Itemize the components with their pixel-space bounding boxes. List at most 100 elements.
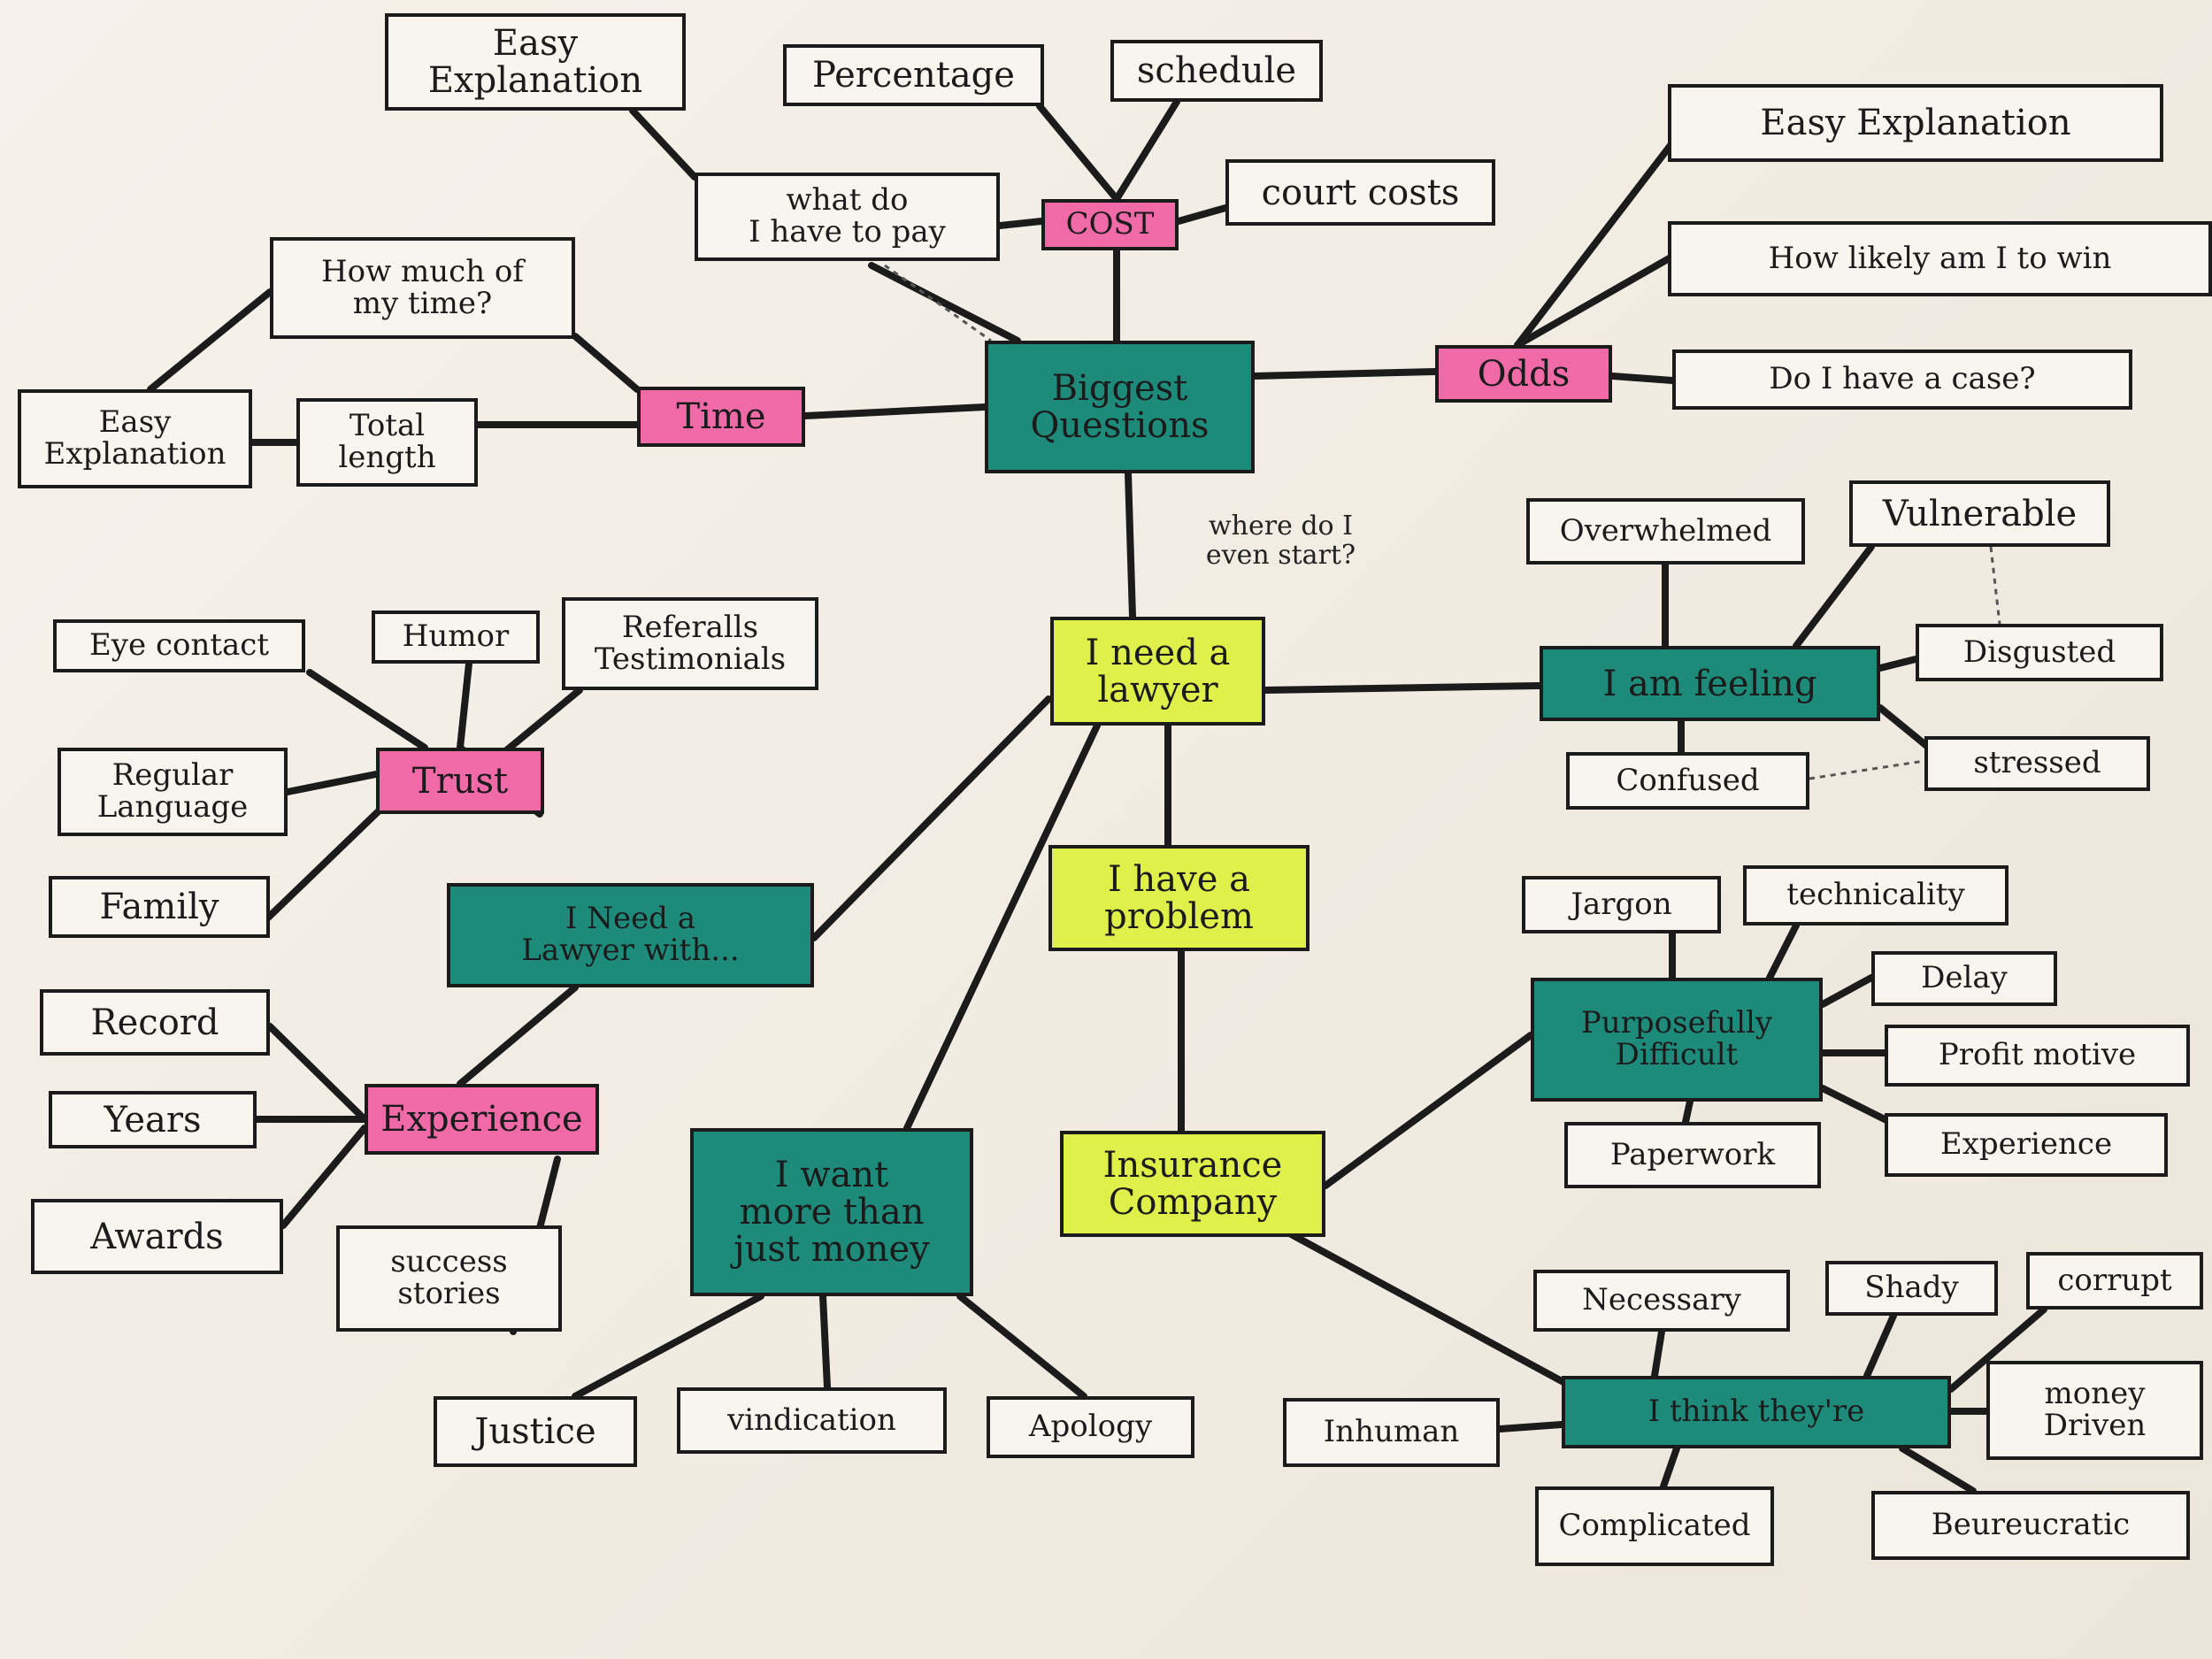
connector-line [996, 218, 1045, 229]
connector-line [1793, 543, 1875, 649]
node-insurance-company: Insurance Company [1060, 1131, 1325, 1237]
node-easy-explanation-time: Easy Explanation [18, 389, 252, 488]
node-inhuman: Inhuman [1283, 1398, 1500, 1467]
connector-line [1660, 1445, 1680, 1490]
node-stressed: stressed [1924, 736, 2150, 791]
connector-line [1514, 253, 1676, 349]
node-have-a-case: Do I have a case? [1672, 349, 2132, 410]
faint-connector-line [1989, 546, 2001, 625]
node-i-am-feeling: I am feeling [1540, 646, 1880, 721]
note-where-start: where do I even start? [1205, 511, 1356, 571]
connector-line [1766, 922, 1800, 981]
node-jargon: Jargon [1522, 876, 1721, 933]
node-court-costs: court costs [1225, 159, 1495, 226]
connector-line [1496, 1421, 1565, 1432]
node-paperwork: Paperwork [1564, 1122, 1821, 1188]
node-what-do-i-pay: what do I have to pay [695, 173, 1000, 261]
connector-line [903, 722, 1101, 1132]
node-schedule: schedule [1110, 40, 1323, 102]
connector-line [501, 687, 583, 756]
connector-line [1682, 1098, 1694, 1125]
node-time: Time [637, 387, 805, 447]
connector-line [1125, 470, 1136, 620]
node-eye-contact: Eye contact [53, 619, 305, 672]
node-total-length: Total length [296, 398, 478, 487]
connector-line [266, 1023, 368, 1123]
node-record: Record [40, 989, 270, 1056]
connector-line [280, 1125, 368, 1229]
node-success-stories: success stories [336, 1225, 562, 1332]
node-regular-language: Regular Language [58, 748, 288, 836]
node-complicated: Complicated [1535, 1486, 1774, 1566]
connector-line [1877, 704, 1932, 751]
connector-line [1279, 1226, 1596, 1402]
node-easy-explanation-odds: Easy Explanation [1668, 84, 2163, 162]
connector-line [1113, 98, 1180, 203]
node-profit-motive: Profit motive [1885, 1025, 2190, 1087]
connector-line [306, 669, 428, 751]
connector-line [1819, 974, 1875, 1008]
connector-line [457, 660, 472, 751]
node-i-have-problem: I have a problem [1048, 845, 1310, 951]
node-i-think-theyre: I think they're [1562, 1376, 1951, 1448]
connector-line [819, 1293, 831, 1391]
connector-line [1322, 1032, 1534, 1189]
node-how-much-time: How much of my time? [270, 237, 575, 339]
node-money-driven: money Driven [1986, 1361, 2203, 1460]
connector-line [262, 797, 393, 924]
node-experience-2: Experience [1885, 1113, 2168, 1177]
node-humor: Humor [372, 611, 540, 664]
node-necessary: Necessary [1533, 1270, 1790, 1332]
node-confused: Confused [1566, 752, 1809, 810]
node-easy-explanation-cost: Easy Explanation [385, 13, 686, 111]
connector-line [1609, 373, 1676, 384]
node-purposefully-difficult: Purposefully Difficult [1531, 978, 1823, 1102]
node-justice: Justice [434, 1396, 637, 1467]
node-corrupt: corrupt [2026, 1252, 2203, 1310]
connector-line [572, 1293, 764, 1400]
node-family: Family [49, 876, 270, 938]
connector-line [810, 695, 1052, 941]
node-years: Years [49, 1091, 257, 1148]
node-referrals: Referalls Testimonials [562, 597, 818, 690]
node-overwhelmed: Overwhelmed [1526, 498, 1805, 565]
node-technicality: technicality [1743, 865, 2008, 926]
connector-line [1899, 1445, 1977, 1494]
node-odds: Odds [1435, 345, 1612, 403]
node-delay: Delay [1871, 951, 2057, 1006]
node-want-more-than-money: I want more than just money [690, 1128, 973, 1296]
connector-line [956, 1293, 1087, 1400]
node-biggest-questions: Biggest Questions [985, 341, 1255, 473]
node-how-likely: How likely am I to win [1668, 221, 2212, 296]
connector-line [284, 771, 380, 795]
connector-line [1251, 368, 1439, 380]
connector-line [1863, 1312, 1897, 1379]
connector-line [868, 262, 1021, 344]
connector-line [1877, 656, 1919, 672]
node-disgusted: Disgusted [1916, 624, 2163, 681]
node-bureaucratic: Beureucratic [1871, 1491, 2190, 1560]
node-need-a-lawyer: I need a lawyer [1050, 617, 1265, 726]
node-experience: Experience [365, 1084, 599, 1155]
node-awards: Awards [31, 1199, 283, 1274]
node-apology: Apology [987, 1396, 1194, 1458]
connector-line [1175, 204, 1229, 225]
connector-line [1947, 1306, 2047, 1393]
node-trust: Trust [376, 748, 544, 814]
connector-line [1036, 103, 1120, 203]
node-vindication: vindication [677, 1387, 947, 1454]
faint-connector-line [1809, 759, 1925, 780]
node-percentage: Percentage [783, 44, 1044, 106]
connector-line [1262, 682, 1543, 694]
node-vulnerable: Vulnerable [1849, 480, 2110, 547]
connector-line [1514, 134, 1680, 349]
node-cost: COST [1041, 199, 1179, 250]
faint-connector-line [884, 264, 992, 342]
connector-line [802, 403, 988, 419]
connector-line [629, 107, 698, 180]
connector-line [147, 288, 273, 393]
connector-line [1651, 1328, 1665, 1379]
node-shady: Shady [1825, 1261, 1998, 1316]
connector-line [457, 984, 579, 1087]
